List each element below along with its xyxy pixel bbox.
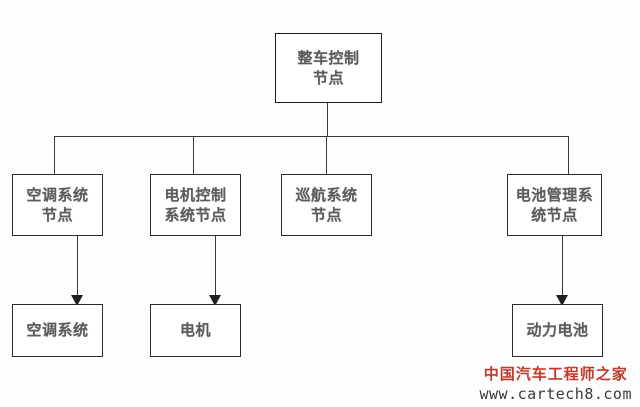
connector-bus-drop-4: [568, 136, 569, 174]
node-cruise-system-node[interactable]: 巡航系统节点: [281, 174, 372, 236]
node-label: 空调系统节点: [26, 185, 89, 224]
node-ac-system[interactable]: 空调系统: [12, 304, 103, 357]
arrowhead-icon: [71, 295, 83, 306]
watermark-url: www.cartech8.com: [479, 385, 632, 403]
connector-bus-drop-2: [193, 136, 194, 174]
node-motor[interactable]: 电机: [150, 304, 241, 357]
watermark-site-name: 中国汽车工程师之家: [483, 365, 628, 383]
arrowhead-icon: [556, 295, 568, 306]
node-vehicle-control-node[interactable]: 整车控制节点: [275, 33, 382, 103]
node-label: 电机控制系统节点: [164, 185, 227, 224]
node-motor-control-system-node[interactable]: 电机控制系统节点: [150, 174, 241, 236]
node-label: 巡航系统节点: [295, 185, 358, 224]
connector-bus-drop-3: [326, 136, 327, 174]
connector-arrow-line-battery: [562, 236, 563, 300]
node-label: 整车控制节点: [297, 48, 360, 87]
node-label: 动力电池: [526, 321, 589, 340]
connector-root-stem: [327, 103, 328, 136]
connector-arrow-line-motor: [215, 236, 216, 300]
connector-arrow-line-ac: [77, 236, 78, 300]
node-label: 电池管理系统节点: [515, 185, 594, 224]
connector-bus: [54, 136, 569, 137]
node-label: 电机: [179, 321, 211, 340]
arrowhead-icon: [209, 295, 221, 306]
node-ac-system-node[interactable]: 空调系统节点: [12, 174, 103, 236]
connector-bus-drop-1: [54, 136, 55, 174]
watermark: 中国汽车工程师之家 www.cartech8.com: [480, 363, 633, 403]
node-power-battery[interactable]: 动力电池: [512, 304, 603, 357]
node-label: 空调系统: [26, 321, 89, 340]
node-battery-management-system-node[interactable]: 电池管理系统节点: [507, 174, 602, 236]
